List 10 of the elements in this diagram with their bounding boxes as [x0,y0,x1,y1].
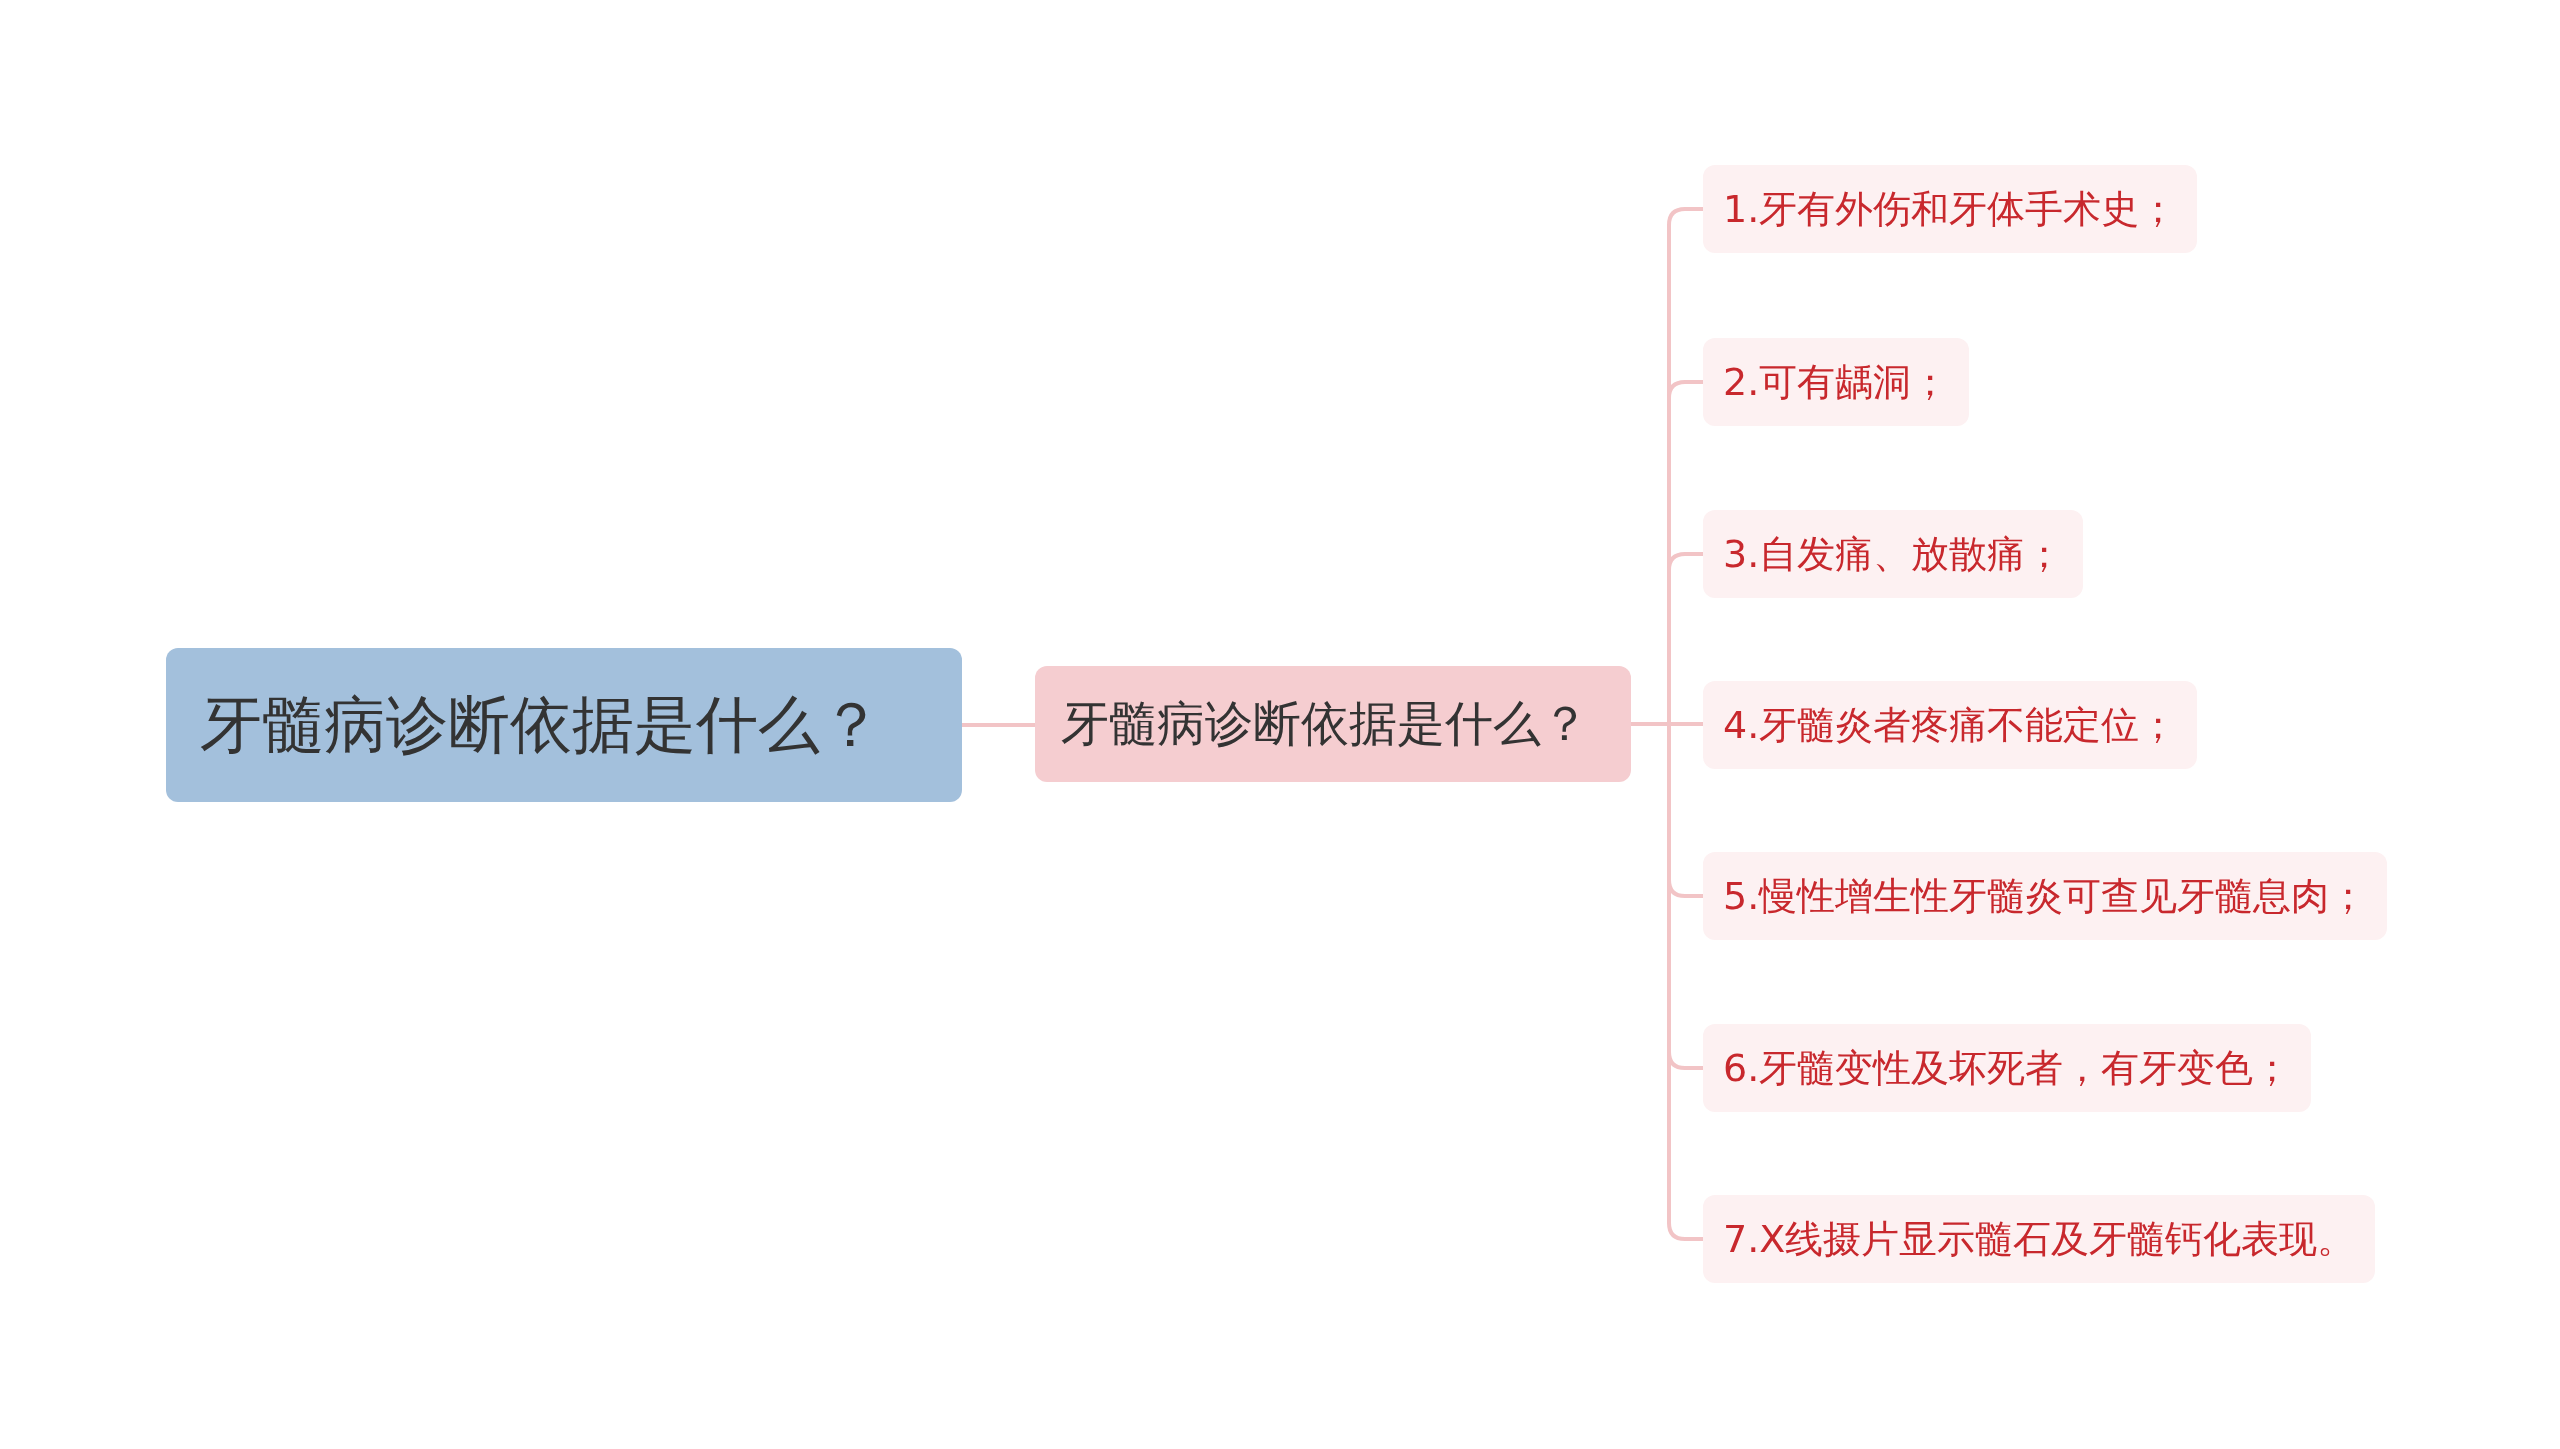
item-box: 6.牙髓变性及坏死者，有牙变色； [1703,1024,2312,1112]
item-box: 7.X线摄片显示髓石及牙髓钙化表现。 [1703,1195,2376,1283]
connector-line [962,723,1035,727]
item-box: 3.自发痛、放散痛； [1703,510,2084,598]
item-box: 5.慢性增生性牙髓炎可查见牙髓息肉； [1703,852,2388,940]
item-box: 4.牙髓炎者疼痛不能定位； [1703,681,2198,769]
item-box: 1.牙有外伤和牙体手术史； [1703,165,2198,253]
item-box: 2.可有龋洞； [1703,338,1970,426]
topic-box: 牙髓病诊断依据是什么？ [166,648,962,802]
subtopic-box: 牙髓病诊断依据是什么？ [1035,666,1631,782]
